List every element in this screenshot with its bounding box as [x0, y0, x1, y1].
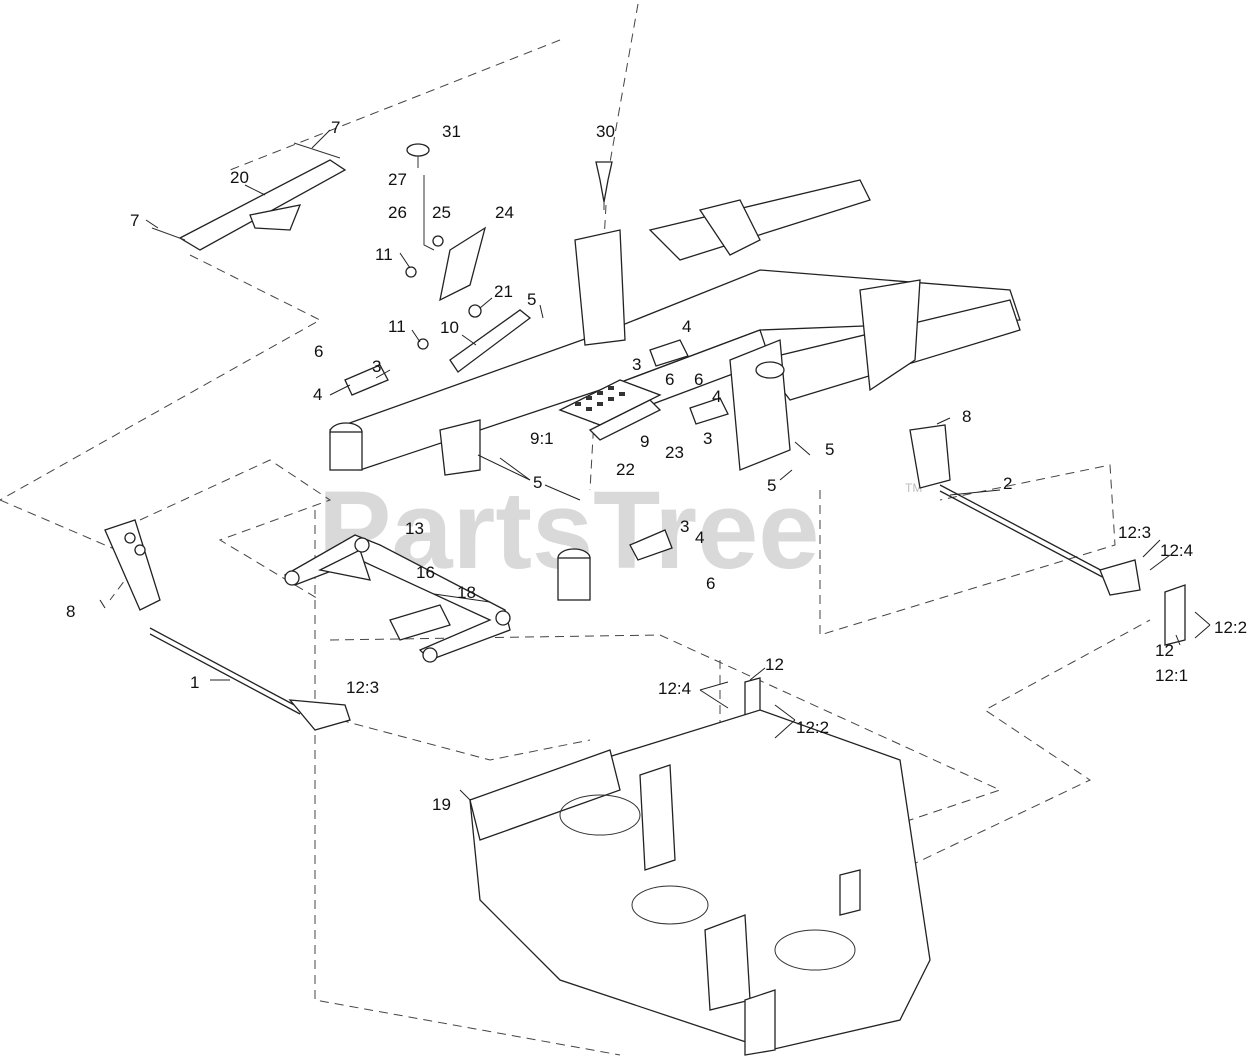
callout-c2: 2	[1003, 474, 1012, 493]
bracket-part-24	[405, 226, 487, 350]
callout-c124a: 12:4	[1160, 541, 1193, 560]
handle-knob-part-30	[595, 161, 613, 210]
callout-c8a: 8	[962, 407, 971, 426]
callout-c22: 22	[616, 460, 635, 479]
mower-deck	[469, 709, 931, 1056]
plate-part-10	[449, 309, 532, 373]
callout-c7a: 7	[331, 118, 340, 137]
callout-c5b: 5	[825, 440, 834, 459]
callout-c20: 20	[230, 168, 249, 187]
callout-c23: 23	[665, 443, 684, 462]
lever-part-20	[151, 142, 347, 251]
callout-c7b: 7	[130, 211, 139, 230]
callout-c6c: 6	[665, 370, 674, 389]
callout-c6a: 6	[314, 342, 323, 361]
callout-c6d: 6	[706, 574, 715, 593]
callout-c3b: 3	[372, 357, 381, 376]
dashed-guide-lines	[0, 3, 1151, 1056]
callout-c9: 9	[640, 432, 649, 451]
watermark-trademark: TM	[905, 481, 922, 495]
callout-c4d: 4	[695, 528, 704, 547]
callout-c10: 10	[440, 318, 459, 337]
callout-c13: 13	[405, 519, 424, 538]
callout-c12a: 12	[1155, 641, 1174, 660]
callout-c123a: 12:3	[1118, 523, 1151, 542]
callout-c123b: 12:3	[346, 678, 379, 697]
callout-c3c: 3	[703, 429, 712, 448]
callout-c25: 25	[432, 203, 451, 222]
control-panel-part-9	[558, 379, 662, 441]
callout-c27: 27	[388, 170, 407, 189]
callout-c19: 19	[432, 795, 451, 814]
callout-c121: 12:1	[1155, 666, 1188, 685]
rod-part-1	[104, 519, 351, 731]
leader-lines	[99, 129, 1211, 801]
callout-c4b: 4	[313, 385, 322, 404]
callout-c12b: 12	[765, 655, 784, 674]
main-frame	[328, 179, 1021, 601]
callout-c24: 24	[495, 203, 514, 222]
callout-c5d: 5	[533, 473, 542, 492]
callout-c31: 31	[442, 122, 461, 141]
callout-c3a: 3	[632, 355, 641, 374]
callout-c5a: 5	[527, 290, 536, 309]
callout-c18: 18	[457, 583, 476, 602]
callout-c26: 26	[388, 203, 407, 222]
callout-c122b: 12:2	[796, 718, 829, 737]
callout-c4a: 4	[682, 317, 691, 336]
mount-brackets	[344, 339, 729, 561]
callout-c11a: 11	[375, 245, 393, 264]
callout-c91: 9:1	[530, 429, 554, 448]
callout-c3d: 3	[680, 517, 689, 536]
callout-c124b: 12:4	[658, 679, 691, 698]
knob-part-31	[406, 143, 435, 251]
callout-c122a: 12:2	[1214, 618, 1247, 637]
callout-c5c: 5	[767, 476, 776, 495]
callout-c11b: 11	[388, 317, 406, 336]
callout-c6b: 6	[694, 370, 703, 389]
callout-c30: 30	[596, 122, 615, 141]
callout-c21: 21	[494, 282, 513, 301]
linkage-part-18	[283, 534, 511, 663]
callout-c4c: 4	[712, 387, 721, 406]
callout-c16: 16	[416, 563, 435, 582]
callout-c1: 1	[190, 673, 199, 692]
rod-part-2	[909, 424, 1186, 646]
callout-c8b: 8	[66, 602, 75, 621]
